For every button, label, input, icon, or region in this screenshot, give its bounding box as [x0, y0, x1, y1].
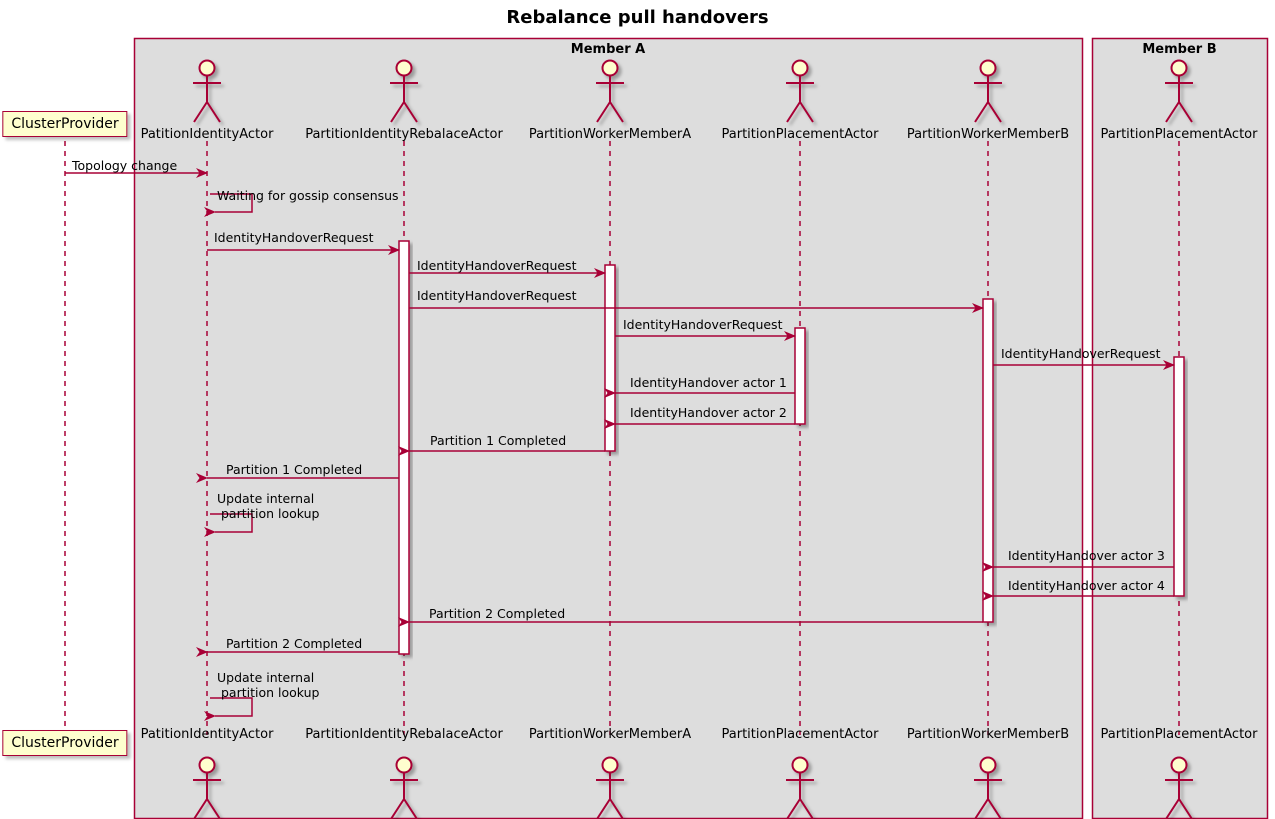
message-label-11: Partition 1 Completed: [226, 462, 363, 477]
actor-figure-top-5: [974, 59, 1002, 123]
actor-leg-left: [390, 798, 405, 819]
message-17: [204, 697, 253, 721]
message-label-8: IdentityHandover actor 1: [630, 375, 787, 390]
participant-label-p3-bottom: PartitionWorkerMemberA: [528, 727, 692, 742]
actor-leg-left: [1165, 101, 1180, 123]
message-label-15: Partition 2 Completed: [429, 606, 566, 621]
self-message-arrow-2: [204, 193, 253, 217]
message-label-4: IdentityHandoverRequest: [417, 258, 577, 273]
actor-figure-top-3: [596, 59, 624, 123]
actor-leg-right: [799, 798, 814, 819]
actor-figure-bottom-1: [193, 756, 221, 819]
actor-leg-left: [974, 101, 989, 123]
self-message-arrow-17: [204, 697, 253, 721]
activation-bar-p5-4: [982, 298, 994, 623]
message-label-17: Update internal partition lookup: [217, 670, 320, 700]
actor-leg-left: [596, 101, 611, 123]
actor-leg-right: [987, 798, 1002, 819]
activation-bar-p6-5: [1173, 356, 1185, 597]
actor-figure-top-2: [390, 59, 418, 123]
actor-leg-left: [786, 101, 801, 123]
activation-bar-p3-2: [604, 264, 616, 452]
actor-head: [601, 756, 619, 774]
actor-head: [198, 756, 216, 774]
activation-bar-p2-1: [398, 240, 410, 655]
message-label-3: IdentityHandoverRequest: [214, 230, 374, 245]
actor-leg-right: [206, 798, 221, 819]
message-label-2: Waiting for gossip consensus: [217, 188, 399, 203]
actor-leg-right: [206, 101, 221, 123]
participant-label-p5-top: PartitionWorkerMemberB: [906, 127, 1070, 142]
message-label-10: Partition 1 Completed: [430, 433, 567, 448]
message-label-1: Topology change: [72, 158, 178, 173]
actor-head: [979, 756, 997, 774]
actor-leg-right: [987, 101, 1002, 123]
message-label-6: IdentityHandoverRequest: [623, 317, 783, 332]
message-label-14: IdentityHandover actor 4: [1008, 578, 1165, 593]
actor-leg-right: [403, 798, 418, 819]
self-message-arrow-12: [204, 513, 253, 537]
actor-figure-bottom-4: [786, 756, 814, 819]
actor-leg-left: [596, 798, 611, 819]
actor-leg-right: [609, 798, 624, 819]
actor-leg-right: [1178, 798, 1193, 819]
participant-box-clusterprovider-top[interactable]: ClusterProvider: [2, 111, 128, 137]
participant-label-p6-bottom: PartitionPlacementActor: [1100, 727, 1258, 742]
actor-leg-right: [1178, 101, 1193, 123]
actor-figure-top-6: [1165, 59, 1193, 123]
participant-label-p1-bottom: PatitionIdentityActor: [140, 727, 274, 742]
actor-leg-right: [609, 101, 624, 123]
actor-leg-left: [1165, 798, 1180, 819]
actor-head: [791, 59, 809, 77]
actor-leg-left: [193, 798, 208, 819]
participant-box-clusterprovider-bottom[interactable]: ClusterProvider: [2, 730, 128, 756]
participant-label-p3-top: PartitionWorkerMemberA: [528, 127, 692, 142]
actor-head: [395, 756, 413, 774]
actor-leg-right: [403, 101, 418, 123]
actor-leg-left: [390, 101, 405, 123]
group-box-label: Member B: [1142, 42, 1217, 57]
participant-label-p2-bottom: PartitionIdentityRebalaceActor: [305, 727, 503, 742]
activation-bar-p4-3: [794, 327, 806, 425]
participant-label-p5-bottom: PartitionWorkerMemberB: [906, 727, 1070, 742]
actor-head: [198, 59, 216, 77]
message-label-5: IdentityHandoverRequest: [417, 288, 577, 303]
actor-leg-left: [786, 798, 801, 819]
actor-figure-bottom-5: [974, 756, 1002, 819]
message-label-7: IdentityHandoverRequest: [1001, 346, 1161, 361]
message-12: [204, 513, 253, 537]
participant-label-p4-top: PartitionPlacementActor: [721, 127, 879, 142]
message-label-9: IdentityHandover actor 2: [630, 405, 787, 420]
actor-figure-bottom-6: [1165, 756, 1193, 819]
actor-leg-right: [799, 101, 814, 123]
actor-figure-top-4: [786, 59, 814, 123]
page-title: Rebalance pull handovers: [506, 7, 769, 28]
message-label-13: IdentityHandover actor 3: [1008, 548, 1165, 563]
participant-label-p2-top: PartitionIdentityRebalaceActor: [305, 127, 503, 142]
message-2: [204, 193, 253, 217]
actor-head: [979, 59, 997, 77]
participant-label-p4-bottom: PartitionPlacementActor: [721, 727, 879, 742]
actor-head: [1170, 59, 1188, 77]
message-label-16: Partition 2 Completed: [226, 636, 363, 651]
message-label-12: Update internal partition lookup: [217, 491, 320, 521]
actor-head: [395, 59, 413, 77]
actor-figure-bottom-3: [596, 756, 624, 819]
actor-leg-left: [193, 101, 208, 123]
participant-label-p6-top: PartitionPlacementActor: [1100, 127, 1258, 142]
actor-figure-top-1: [193, 59, 221, 123]
actor-head: [791, 756, 809, 774]
actor-figure-bottom-2: [390, 756, 418, 819]
actor-head: [1170, 756, 1188, 774]
actor-head: [601, 59, 619, 77]
participant-label-p1-top: PatitionIdentityActor: [140, 127, 274, 142]
actor-leg-left: [974, 798, 989, 819]
group-box-label: Member A: [570, 42, 646, 57]
